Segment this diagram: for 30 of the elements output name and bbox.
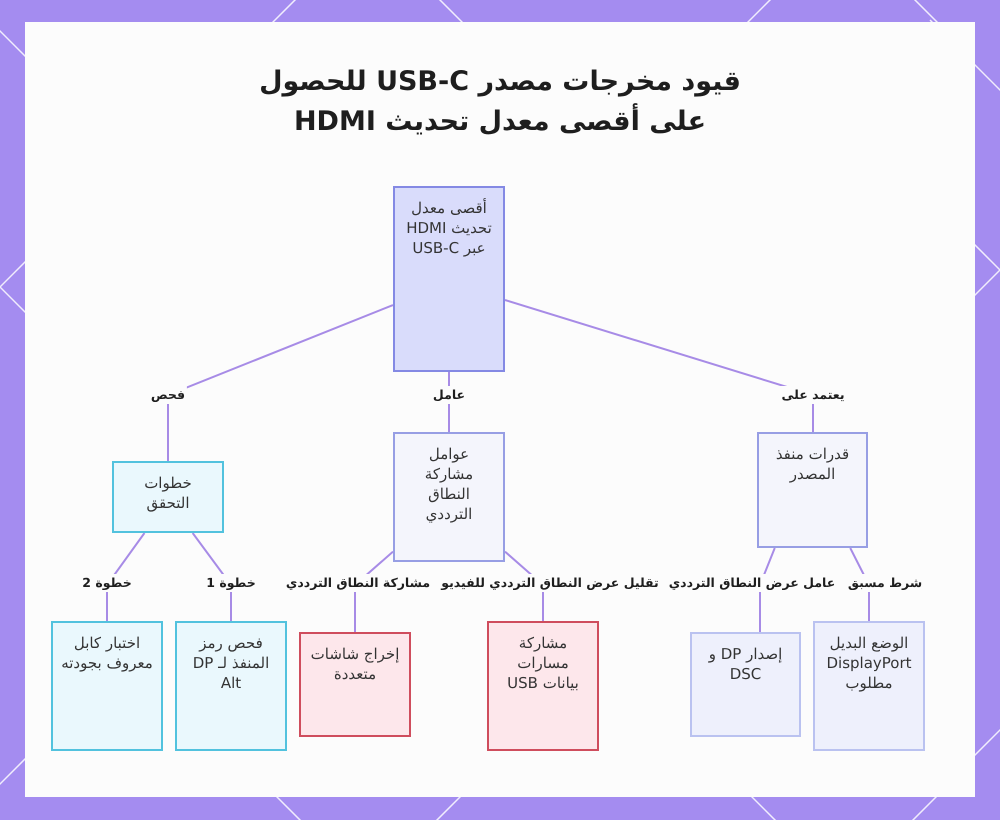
- node-label: أقصى معدل تحديث HDMI عبر USB-C: [405, 198, 493, 258]
- node-label: قدرات منفذ المصدر: [774, 444, 850, 484]
- node-box: [51, 621, 163, 751]
- node-box: [299, 632, 411, 737]
- node-box: [393, 432, 505, 562]
- node-label: إصدار DP و DSC: [707, 644, 784, 684]
- connector-line: [167, 304, 394, 461]
- node-label: خطوات التحقق: [143, 473, 193, 513]
- edge-label: شرط مسبق: [846, 574, 924, 592]
- node-label: فحص رمز المنفذ لـ DP Alt: [192, 633, 270, 693]
- node-box: [757, 432, 868, 548]
- node-label: الوضع البديل DisplayPort مطلوب: [825, 633, 913, 693]
- node-label: عوامل مشاركة النطاق الترددي: [424, 444, 474, 524]
- connector-line: [504, 299, 814, 432]
- edge-label: عامل عرض النطاق الترددي: [666, 574, 838, 592]
- node-label: مشاركة مسارات بيانات USB: [506, 633, 580, 693]
- node-box: [175, 621, 287, 751]
- node-label: اختبار كابل معروف بجودته: [61, 633, 153, 673]
- edge-label: خطوة 2: [80, 574, 134, 592]
- title: قيود مخرجات مصدر USB-C للحصول على أقصى معدل تحديث HDMI: [258, 65, 742, 139]
- node-box: [813, 621, 925, 751]
- edge-label: يعتمد على: [779, 386, 847, 404]
- node-label: إخراج شاشات متعددة: [310, 644, 400, 684]
- node-box: [393, 186, 505, 372]
- edge-label: مشاركة النطاق الترددي: [284, 574, 432, 592]
- node-box: [487, 621, 599, 751]
- edge-label: تقليل عرض النطاق الترددي للفيديو: [439, 574, 661, 592]
- edge-label: فحص: [148, 386, 188, 404]
- node-box: [112, 461, 224, 533]
- node-box: [690, 632, 801, 737]
